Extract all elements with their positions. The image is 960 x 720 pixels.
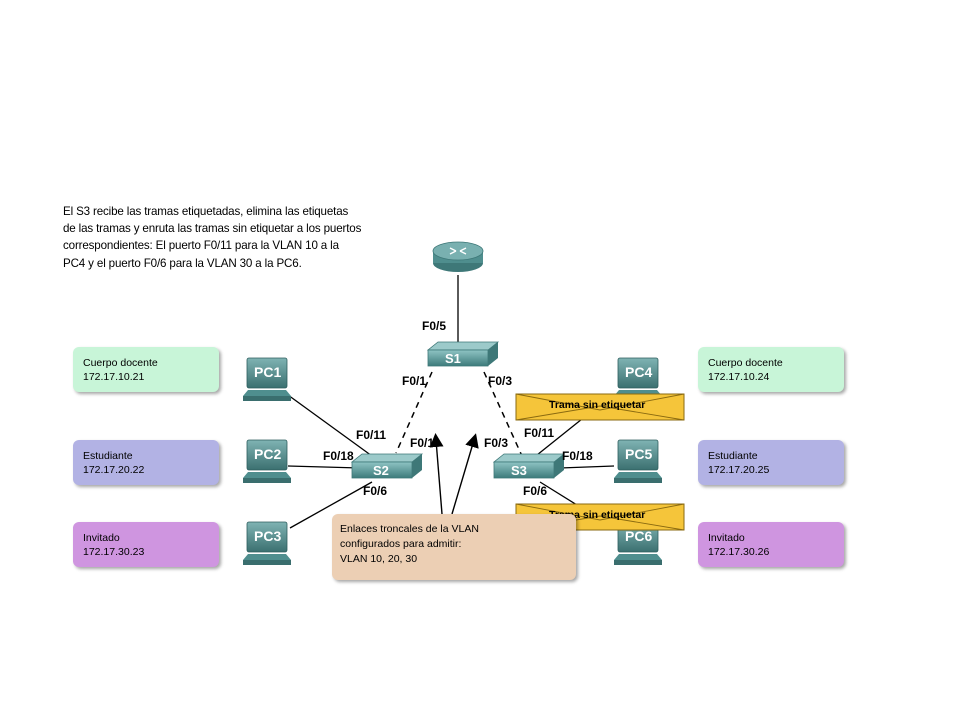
vlan-box-student-left: Estudiante 172.17.20.22 [73,440,219,485]
link-s2-pc2 [287,465,361,469]
port-s3-f011: F0/11 [524,426,555,440]
vlan-ip: 172.17.30.26 [708,546,770,558]
trunk-s1-s3 [483,371,523,457]
description-text: El S3 recibe las tramas etiquetadas, eli… [63,203,423,272]
vlan-box-guest-left: Invitado 172.17.30.23 [73,522,219,567]
pc1-label: PC1 [254,364,282,380]
pc1-icon [243,357,291,401]
trunk-s1-s2 [395,371,433,454]
switch-s1-icon [426,341,500,367]
description-line: El S3 recibe las tramas etiquetadas, eli… [63,205,349,218]
trunk-note-line: VLAN 10, 20, 30 [340,553,418,565]
vlan-box-student-right: Estudiante 172.17.20.25 [698,440,844,485]
port-s2-f06: F0/6 [363,484,388,498]
port-s3-f06: F0/6 [523,484,548,498]
vlan-name: Cuerpo docente [708,357,783,369]
arrow-to-trunk-s1-s3 [451,433,479,515]
frame-untagged-1 [515,393,685,421]
pc3-label: PC3 [254,528,282,544]
description-line: correspondientes: El puerto F0/11 para l… [63,239,339,253]
pc2-icon [243,439,291,483]
vlan-name: Invitado [83,532,120,544]
vlan-name: Estudiante [708,450,758,462]
pc5-icon [614,439,662,483]
vlan-box-guest-right: Invitado 172.17.30.26 [698,522,844,567]
vlan-box-faculty-left: Cuerpo docente 172.17.10.21 [73,347,219,392]
port-s2-f018: F0/18 [323,449,354,463]
pc5-label: PC5 [625,446,653,462]
switch-s2-label: S2 [373,463,389,478]
vlan-ip: 172.17.10.24 [708,371,770,383]
vlan-ip: 172.17.10.21 [83,371,145,383]
port-s1-f03: F0/3 [488,374,513,388]
switch-s2-icon [350,453,424,479]
arrow-to-trunk-s1-s2 [429,433,444,515]
vlan-name: Invitado [708,532,745,544]
vlan-ip: 172.17.20.22 [83,464,145,476]
pc3-icon [243,521,291,565]
link-s2-pc3 [289,481,373,529]
description-line: PC4 y el puerto F0/6 para la VLAN 30 a l… [63,256,302,270]
vlan-name: Cuerpo docente [83,357,158,369]
trunk-note-line: configurados para admitir: [340,538,462,550]
trunk-note: Enlaces troncales de la VLAN configurado… [332,514,576,580]
pc2-label: PC2 [254,446,282,462]
vlan-ip: 172.17.20.25 [708,464,770,476]
switch-s3-icon [492,453,566,479]
port-s1-f01: F0/1 [402,374,427,388]
port-s2-f011: F0/11 [356,428,387,442]
description-line: de las tramas y enruta las tramas sin et… [63,222,362,236]
frame1-label: Trama sin etiquetar [549,399,646,411]
port-s1-f05: F0/5 [422,319,447,333]
pc6-label: PC6 [625,528,653,544]
vlan-ip: 172.17.30.23 [83,546,145,558]
vlan-box-faculty-right: Cuerpo docente 172.17.10.24 [698,347,844,392]
link-s3-pc5 [559,465,615,469]
switch-s1-label: S1 [445,351,461,366]
port-s2-f01: F0/1 [410,436,435,450]
link-s2-pc1 [287,394,373,457]
port-s3-f018: F0/18 [562,449,593,463]
vlan-name: Estudiante [83,450,133,462]
trunk-note-line: Enlaces troncales de la VLAN [340,523,479,535]
switch-s3-label: S3 [511,463,527,478]
pc4-label: PC4 [625,364,653,380]
port-s3-f03: F0/3 [484,436,509,450]
router-icon [432,241,484,272]
